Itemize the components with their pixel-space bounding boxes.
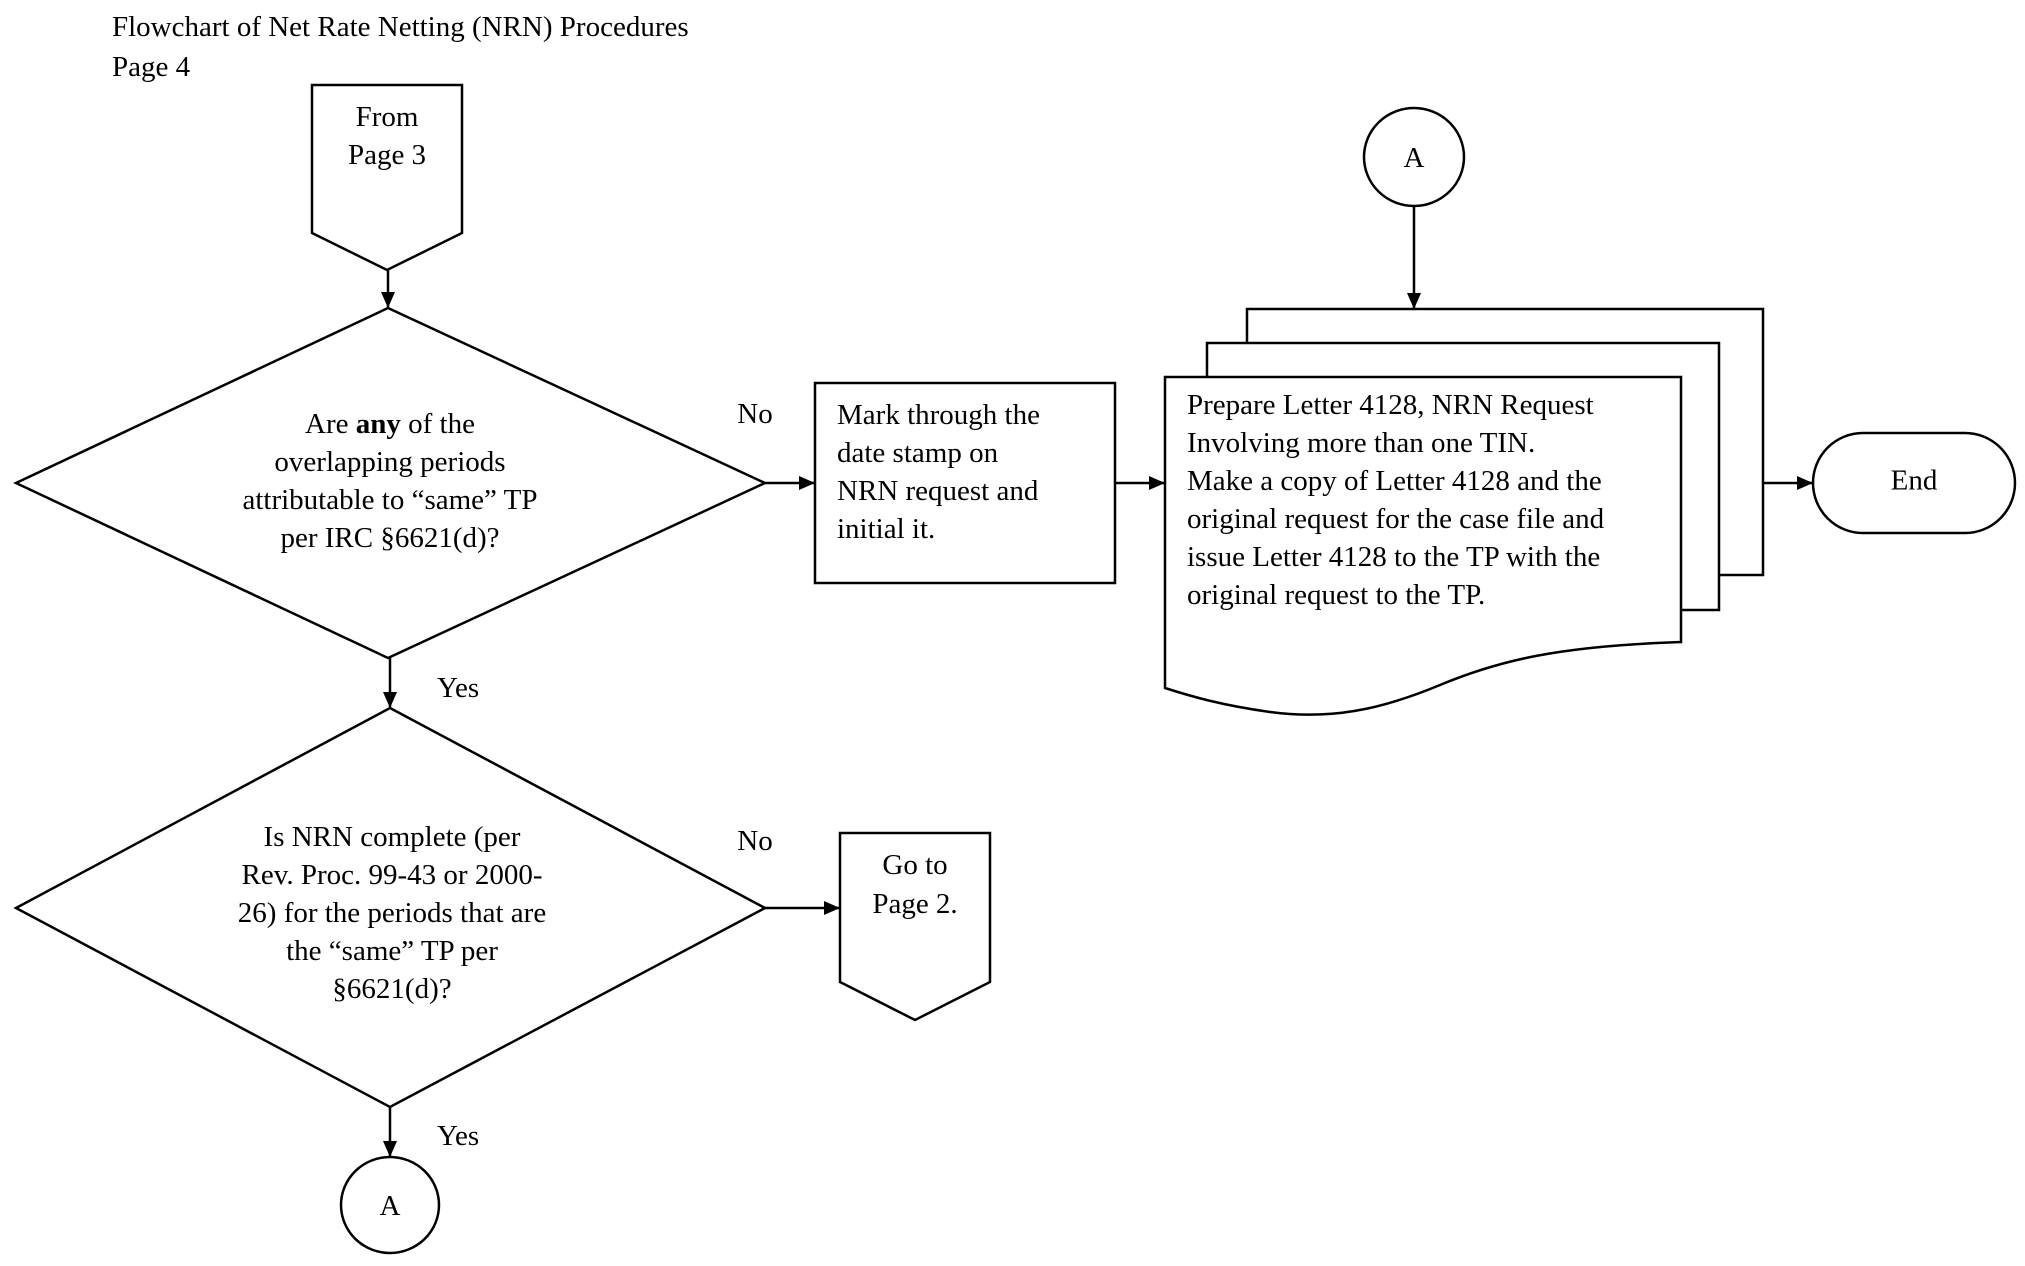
connector-a-bottom-label: A [380, 1190, 401, 1222]
connector-a-top: A [1362, 106, 1466, 208]
decision1-line-3: attributable to “same” TP [242, 484, 537, 516]
edge-label-d2-yes: Yes [437, 1120, 479, 1152]
process1-line-3: NRN request and [837, 475, 1039, 507]
off-page-connector-go-to-page-2: Go to Page 2. [838, 831, 992, 1022]
page-title: Flowchart of Net Rate Netting (NRN) Proc… [112, 11, 689, 43]
goto-page-line-1: Go to [882, 849, 947, 881]
process-mark-date-stamp: Mark through the date stamp on NRN reque… [813, 381, 1117, 585]
decision2-line-2: Rev. Proc. 99-43 or 2000- [242, 859, 543, 891]
decision1-line-2: overlapping periods [274, 446, 505, 478]
terminator-end: End [1811, 431, 2017, 535]
decision1-line-4: per IRC §6621(d)? [280, 522, 499, 554]
decision-nrn-complete: Is NRN complete (per Rev. Proc. 99-43 or… [13, 706, 768, 1109]
documents-line-6: original request to the TP. [1187, 579, 1485, 611]
from-page-line-1: From [356, 101, 419, 133]
goto-page-line-2: Page 2. [872, 888, 957, 920]
documents-line-1: Prepare Letter 4128, NRN Request [1187, 389, 1594, 421]
edge-label-d1-yes: Yes [437, 672, 479, 704]
process1-line-2: date stamp on [837, 437, 999, 469]
edge-label-d2-no: No [737, 825, 772, 857]
multi-document-prepare-letter-4128: Prepare Letter 4128, NRN Request Involvi… [1163, 307, 1765, 716]
decision2-line-4: the “same” TP per [286, 935, 498, 967]
page-subtitle: Page 4 [112, 51, 191, 83]
end-label: End [1891, 465, 1938, 497]
off-page-connector-from-page-3: From Page 3 [310, 83, 464, 272]
documents-line-5: issue Letter 4128 to the TP with the [1187, 541, 1600, 573]
decision2-line-3: 26) for the periods that are [238, 897, 546, 929]
decision1-line-1-pre: Are [305, 408, 356, 440]
decision1-line-1: Are any of the [305, 408, 475, 440]
decision-same-tp: Are any of the overlapping periods attri… [13, 306, 768, 660]
from-page-line-2: Page 3 [348, 139, 426, 171]
documents-line-2: Involving more than one TIN. [1187, 427, 1535, 459]
connector-a-bottom: A [339, 1155, 441, 1255]
process1-line-1: Mark through the [837, 399, 1040, 431]
process1-line-4: initial it. [837, 513, 935, 545]
documents-line-3: Make a copy of Letter 4128 and the [1187, 465, 1602, 497]
decision2-line-1: Is NRN complete (per [264, 821, 521, 853]
decision2-line-5: §6621(d)? [332, 973, 451, 1005]
decision1-line-1-bold: any [356, 408, 402, 440]
documents-line-4: original request for the case file and [1187, 503, 1605, 535]
connector-a-top-label: A [1404, 142, 1425, 174]
edge-label-d1-no: No [737, 398, 772, 430]
decision1-line-1-post: of the [401, 408, 475, 440]
